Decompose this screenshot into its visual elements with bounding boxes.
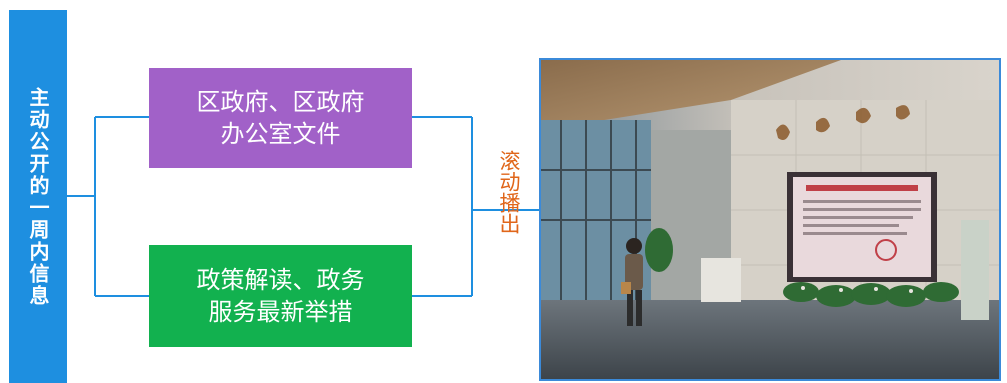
visitor-figure: [621, 238, 643, 326]
lobby-floor: [541, 300, 999, 379]
sidebar-title-bar: 主动公开的一周内信息: [9, 10, 67, 383]
bottom-category-box: 政策解读、政务 服务最新举措: [149, 245, 412, 347]
lobby-photo-illustration: [541, 60, 999, 379]
bottom-box-line2: 服务最新举措: [208, 298, 353, 326]
top-box-line1: 区政府、区政府: [196, 88, 365, 116]
sign-board: [701, 258, 741, 302]
top-category-box: 区政府、区政府 办公室文件: [149, 68, 412, 168]
scroll-broadcast-label: 滚动播出: [497, 150, 521, 234]
potted-plants: [645, 228, 959, 307]
lobby-screen-photo: [539, 58, 1001, 381]
wall-calligraphy: [776, 105, 910, 140]
info-stand: [961, 220, 989, 320]
top-box-line2: 办公室文件: [220, 120, 341, 148]
sidebar-title: 主动公开的一周内信息: [26, 86, 50, 307]
bottom-box-line1: 政策解读、政务: [196, 266, 365, 294]
